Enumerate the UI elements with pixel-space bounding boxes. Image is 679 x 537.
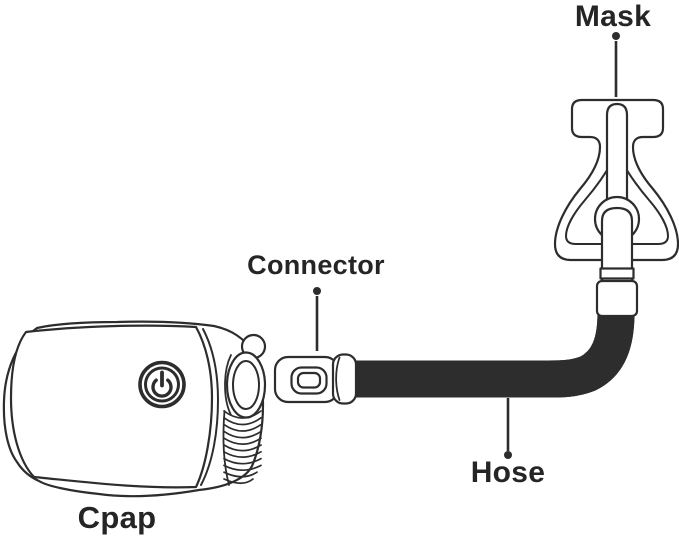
mask-frame-tube [605,102,629,214]
hose-label: Hose [470,456,546,489]
hose-leader-dot [504,451,512,459]
mask-drawing [553,98,679,318]
connector-clip-inner [296,371,322,389]
mask-tube-band [599,267,635,280]
mask-hose-cuff [595,279,639,318]
cpap-outlet-inner [232,360,260,410]
hose-corrugation-ribs [354,324,631,395]
hose-drawing [344,313,631,398]
cpap-machine-drawing [2,320,267,498]
connector-leader-dot [313,287,321,295]
power-icon [138,360,186,409]
mask-leader [612,32,620,97]
connector-drawing [273,353,358,405]
mask-label: Mask [574,0,652,33]
cpap-outlet-boss [224,354,232,416]
cpap-side-band [200,328,220,486]
cpap-front-face [9,324,214,489]
mask-leader-dot [612,32,620,40]
connector-label: Connector [247,250,385,280]
connector-collar-seam [335,356,341,401]
connector-leader [313,287,321,351]
hose-leader [504,398,512,459]
cpap-label: Cpap [77,500,157,535]
cpap-rib-left-edge [222,410,230,486]
connector-collar [331,353,358,405]
